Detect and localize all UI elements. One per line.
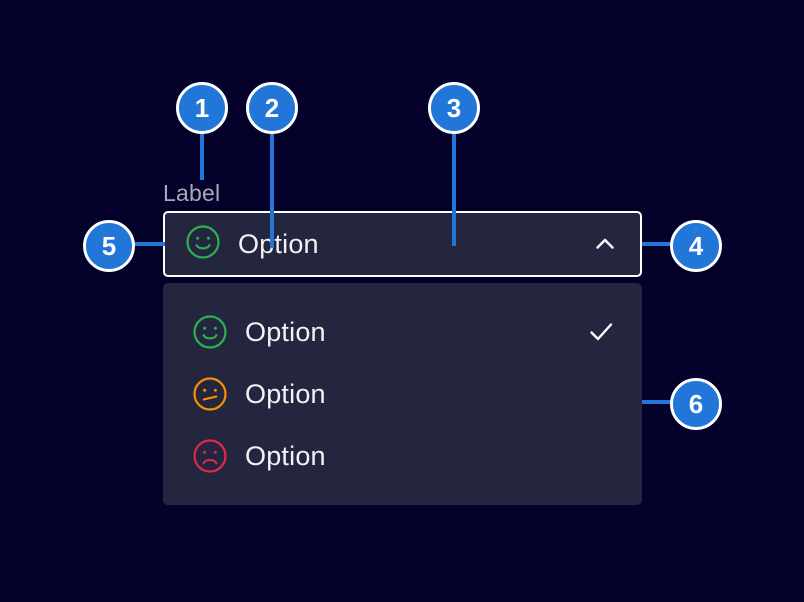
dropdown-option-1[interactable]: Option bbox=[163, 301, 642, 363]
field-label: Label bbox=[163, 180, 221, 206]
callout-badge-3: 3 bbox=[428, 82, 480, 134]
callout-badge-4: 4 bbox=[670, 220, 722, 272]
select-selected-value: Option bbox=[185, 224, 588, 265]
dropdown-option-2[interactable]: Option bbox=[163, 363, 642, 425]
callout-leader-1 bbox=[200, 126, 204, 180]
neutral-face-icon bbox=[192, 376, 228, 412]
callout-leader-3 bbox=[452, 126, 456, 246]
dropdown-option-label: Option bbox=[245, 379, 326, 409]
chevron-up-icon[interactable] bbox=[588, 227, 622, 261]
callout-badge-1: 1 bbox=[176, 82, 228, 134]
callout-badge-6: 6 bbox=[670, 378, 722, 430]
dropdown-option-3[interactable]: Option bbox=[163, 425, 642, 487]
callout-leader-6 bbox=[642, 400, 674, 404]
check-icon bbox=[584, 315, 618, 349]
dropdown-panel[interactable]: Option Option bbox=[163, 283, 642, 505]
callout-leader-4 bbox=[642, 242, 674, 246]
callout-badge-5: 5 bbox=[83, 220, 135, 272]
happy-face-icon bbox=[185, 224, 221, 265]
dropdown-option-label: Option bbox=[245, 317, 326, 347]
callout-leader-2 bbox=[270, 126, 274, 248]
dropdown-option-label: Option bbox=[245, 441, 326, 471]
select-control[interactable]: Option bbox=[163, 211, 642, 277]
happy-face-icon bbox=[192, 314, 228, 350]
sad-face-icon bbox=[192, 438, 228, 474]
select-value-text: Option bbox=[238, 229, 319, 259]
callout-leader-5 bbox=[133, 242, 165, 246]
callout-badge-2: 2 bbox=[246, 82, 298, 134]
